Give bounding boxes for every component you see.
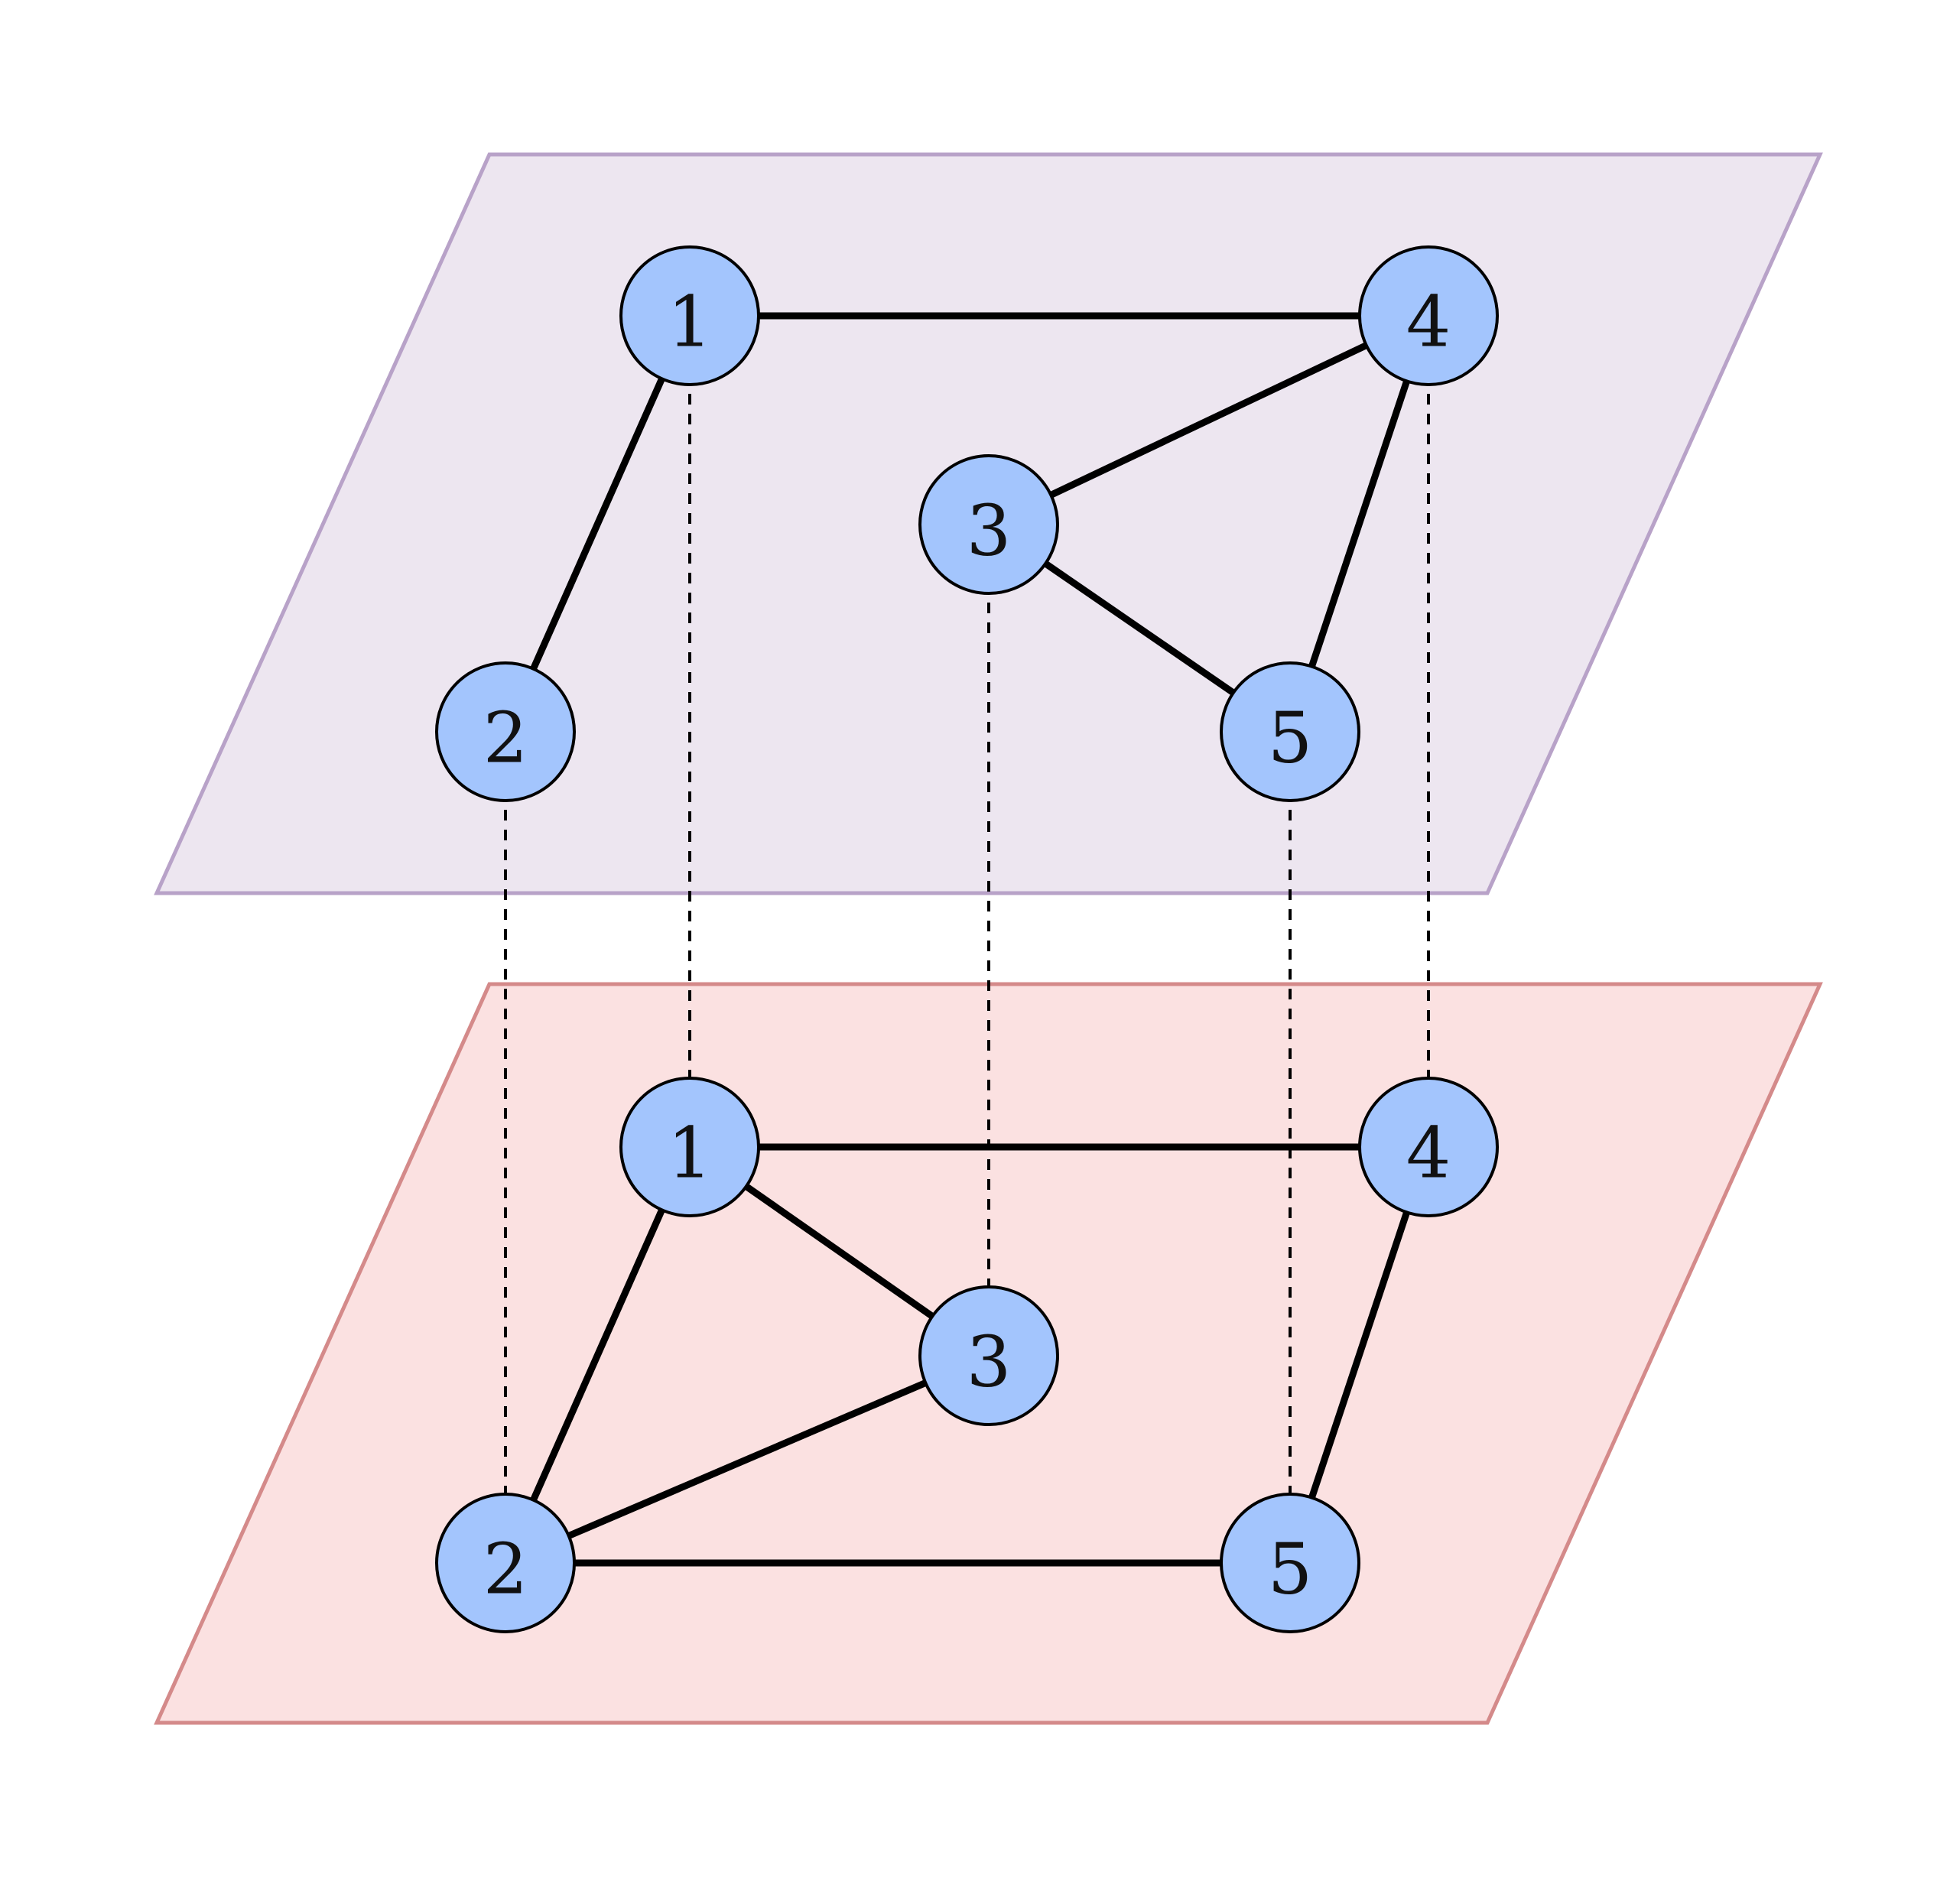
- top-node-5-label: 5: [1268, 697, 1313, 779]
- bottom-node-1: 1: [619, 1077, 760, 1217]
- top-node-1-label: 1: [668, 281, 713, 363]
- top-node-3-label: 3: [967, 490, 1012, 572]
- bottom-node-2-label: 2: [483, 1529, 528, 1610]
- top-node-4: 4: [1358, 245, 1499, 386]
- top-node-1-circle: [619, 245, 760, 386]
- top-node-3-circle: [918, 454, 1059, 595]
- bottom-node-4-circle: [1358, 1077, 1499, 1217]
- bottom-node-1-circle: [619, 1077, 760, 1217]
- nodes: 1 2 3 4 5 1 2 3 4 5: [435, 245, 1499, 1633]
- top-node-4-circle: [1358, 245, 1499, 386]
- top-edge-1-2: [502, 312, 694, 736]
- bottom-node-2-circle: [435, 1493, 576, 1633]
- bottom-node-4-label: 4: [1406, 1113, 1451, 1194]
- top-node-4-label: 4: [1406, 281, 1451, 363]
- bottom-edge-2-3: [502, 1352, 993, 1567]
- bottom-node-3: 3: [918, 1285, 1059, 1426]
- bottom-edge-1-2: [502, 1143, 694, 1567]
- bottom-node-5-label: 5: [1268, 1529, 1313, 1610]
- interlayer-links: [504, 394, 1430, 1493]
- bottom-node-5: 5: [1220, 1493, 1360, 1633]
- top-node-2: 2: [435, 661, 576, 802]
- bottom-node-3-circle: [918, 1285, 1059, 1426]
- top-node-5-circle: [1220, 661, 1360, 802]
- top-node-3: 3: [918, 454, 1059, 595]
- top-node-2-label: 2: [483, 697, 528, 779]
- top-edge-4-3: [985, 312, 1432, 528]
- top-node-5: 5: [1220, 661, 1360, 802]
- bottom-node-1-label: 1: [668, 1113, 713, 1194]
- top-node-1: 1: [619, 245, 760, 386]
- bottom-node-3-label: 3: [967, 1321, 1012, 1403]
- top-edge-4-5: [1286, 312, 1432, 736]
- bottom-edge-4-5: [1286, 1143, 1432, 1567]
- bottom-node-2: 2: [435, 1493, 576, 1633]
- top-node-2-circle: [435, 661, 576, 802]
- bottom-node-5-circle: [1220, 1493, 1360, 1633]
- bottom-node-4: 4: [1358, 1077, 1499, 1217]
